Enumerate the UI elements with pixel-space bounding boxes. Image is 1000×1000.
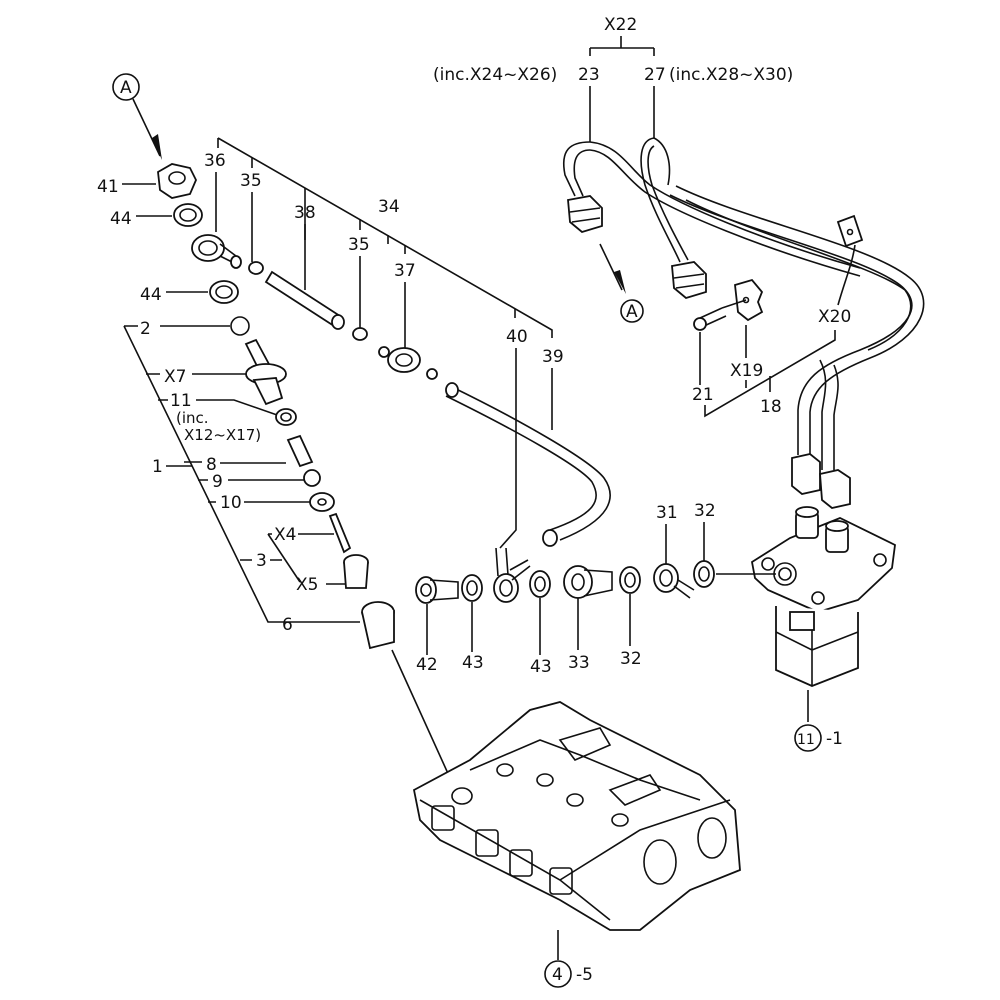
callout-32a: 32 xyxy=(620,649,642,669)
ref-circle-a-top xyxy=(112,73,140,101)
callout-ref-a-top: A xyxy=(120,78,132,98)
callout-x19: X19 xyxy=(730,361,763,381)
part-8-spring xyxy=(286,434,314,468)
callout-23: 23 xyxy=(578,65,600,85)
callout-x7: X7 xyxy=(164,367,186,387)
fuel-injection-pipes: A xyxy=(563,137,925,470)
callout-10: 10 xyxy=(220,493,242,513)
pipe-clamp-x20 xyxy=(836,214,864,248)
callout-23-note: (inc.X24~X26) xyxy=(433,65,557,85)
callout-33: 33 xyxy=(568,653,590,673)
ref-circle-4 xyxy=(544,960,572,988)
callout-27-note: (inc.X28~X30) xyxy=(669,65,793,85)
callout-27: 27 xyxy=(644,65,666,85)
part-x4-needle xyxy=(328,512,352,554)
callout-41: 41 xyxy=(97,177,119,197)
callout-18: 18 xyxy=(760,397,782,417)
callout-2: 2 xyxy=(140,319,151,339)
callout-6: 6 xyxy=(282,615,293,635)
callout-group-1-nozzle: 2 X7 11 (inc. X12~X17) 1 8 9 10 X4 3 X5 xyxy=(123,316,461,801)
fuel-injection-pump: 11 -1 xyxy=(716,453,896,752)
callout-x4: X4 xyxy=(274,525,296,545)
callout-ref-4: 4 xyxy=(552,965,563,985)
callout-35a: 35 xyxy=(240,171,262,191)
callout-42: 42 xyxy=(416,655,438,675)
ref-circle-a-pipe xyxy=(620,299,644,323)
callout-x20: X20 xyxy=(818,307,851,327)
callout-40: 40 xyxy=(506,327,528,347)
part-10-distance-piece xyxy=(309,492,335,512)
callout-x5: X5 xyxy=(296,575,318,595)
callout-43b: 43 xyxy=(530,657,552,677)
callout-8: 8 xyxy=(206,455,217,475)
callout-ref-11-suffix: -1 xyxy=(826,729,843,749)
pipe-nut-23 xyxy=(567,195,603,234)
callout-group-x22: X22 (inc.X24~X26) 23 27 (inc.X28~X30) xyxy=(433,15,793,142)
callout-43a: 43 xyxy=(462,653,484,673)
part-2-o-ring xyxy=(230,316,250,336)
callout-9: 9 xyxy=(212,472,223,492)
callout-3: 3 xyxy=(256,551,267,571)
callout-39: 39 xyxy=(542,347,564,367)
callout-group-18: X20 X19 21 18 xyxy=(692,244,856,418)
callout-1: 1 xyxy=(152,457,163,477)
callout-11-note-2: X12~X17) xyxy=(184,426,261,444)
callout-37: 37 xyxy=(394,261,416,281)
callout-group-41-44: A 41 44 44 xyxy=(97,73,239,305)
callout-34: 34 xyxy=(378,197,400,217)
ref-circle-11 xyxy=(794,724,822,752)
part-x7-nozzle-holder xyxy=(244,338,287,406)
callout-11: 11 xyxy=(170,391,192,411)
bolt-21 xyxy=(699,307,727,327)
part-37-banjo xyxy=(378,346,438,380)
callout-36: 36 xyxy=(204,151,226,171)
callout-21: 21 xyxy=(692,385,714,405)
callout-x22: X22 xyxy=(604,15,637,35)
callout-11-note-1: (inc. xyxy=(176,409,209,427)
callout-ref-11: 11 xyxy=(797,732,815,748)
callout-44b: 44 xyxy=(140,285,162,305)
banjo-fittings-row: 42 43 43 33 32 31 32 xyxy=(415,501,716,677)
part-x5-nozzle-body xyxy=(343,554,369,589)
callout-31: 31 xyxy=(656,503,678,523)
cylinder-head: 4 -5 xyxy=(412,701,741,988)
callout-35b: 35 xyxy=(348,235,370,255)
callout-group-34: 36 35 38 34 35 37 40 39 xyxy=(191,137,611,549)
callout-ref-4-suffix: -5 xyxy=(576,965,593,985)
part-42-banjo-bolt xyxy=(415,576,459,604)
callout-38: 38 xyxy=(294,203,316,223)
part-9-spacer xyxy=(303,469,321,487)
pipe-nut-27 xyxy=(671,261,707,300)
callout-32b: 32 xyxy=(694,501,716,521)
part-6-nozzle-sleeve xyxy=(361,601,395,650)
callout-44a: 44 xyxy=(110,209,132,229)
callout-ref-a-pipe: A xyxy=(626,302,638,322)
part-36-banjo xyxy=(191,234,242,269)
